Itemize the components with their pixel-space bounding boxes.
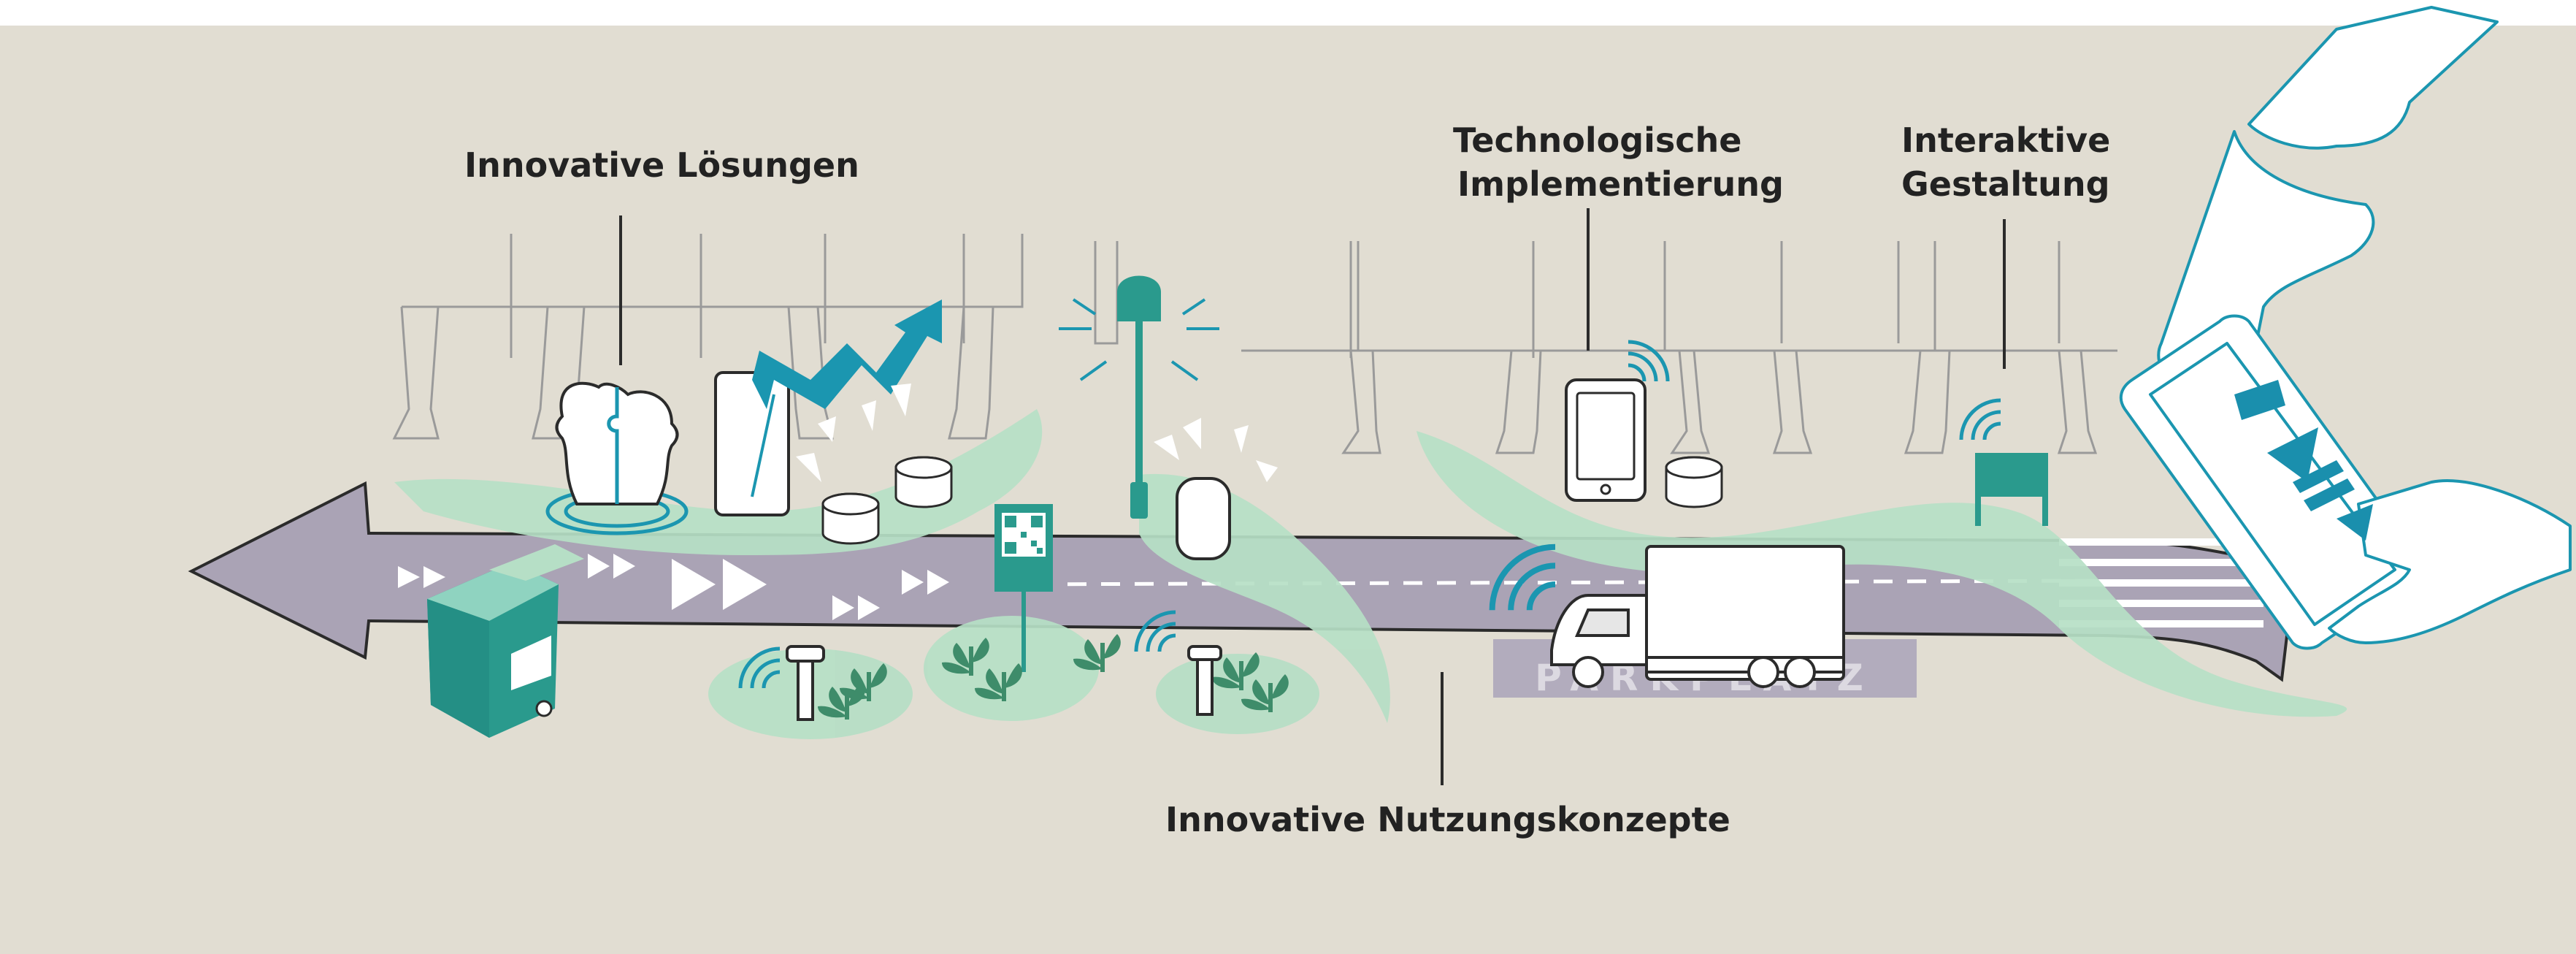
kiosk-cart-icon [427,544,584,738]
label-interaktive-line1: Interaktive [1901,121,2111,160]
street-lamp-icon [1059,275,1219,519]
truck-icon [1550,545,1845,688]
rising-arrow-icon [752,299,942,409]
qr-sign-icon [994,504,1053,672]
arrow-down-icon [2337,504,2373,541]
leader-lines [619,208,2006,785]
label-innovative-loesungen: Innovative Lösungen [464,145,859,185]
tablet-icon [1565,378,1647,502]
label-technologische-line1: Technologische [1453,121,1742,160]
smartphone-icon [714,371,790,516]
hand-tablet-icon [2119,6,2572,650]
label-interaktive-line2: Gestaltung [1901,164,2110,204]
glow-rays [796,383,1278,482]
head-puzzle-icon [545,381,689,535]
bollard-sensor-icon [786,645,1222,721]
label-nutzungskonzepte: Innovative Nutzungskonzepte [1165,800,1730,839]
lantern-sensor-icon [1176,477,1231,560]
sensor-puck-icon [894,456,953,508]
label-technologische-line2: Implementierung [1457,164,1784,204]
pause-icon [2293,460,2355,511]
info-board-icon [1975,453,2048,526]
road-chevrons [398,554,949,620]
play-icon [2234,380,2318,482]
sensor-puck-icon [1665,456,1723,508]
sensor-puck-icon [821,492,880,545]
